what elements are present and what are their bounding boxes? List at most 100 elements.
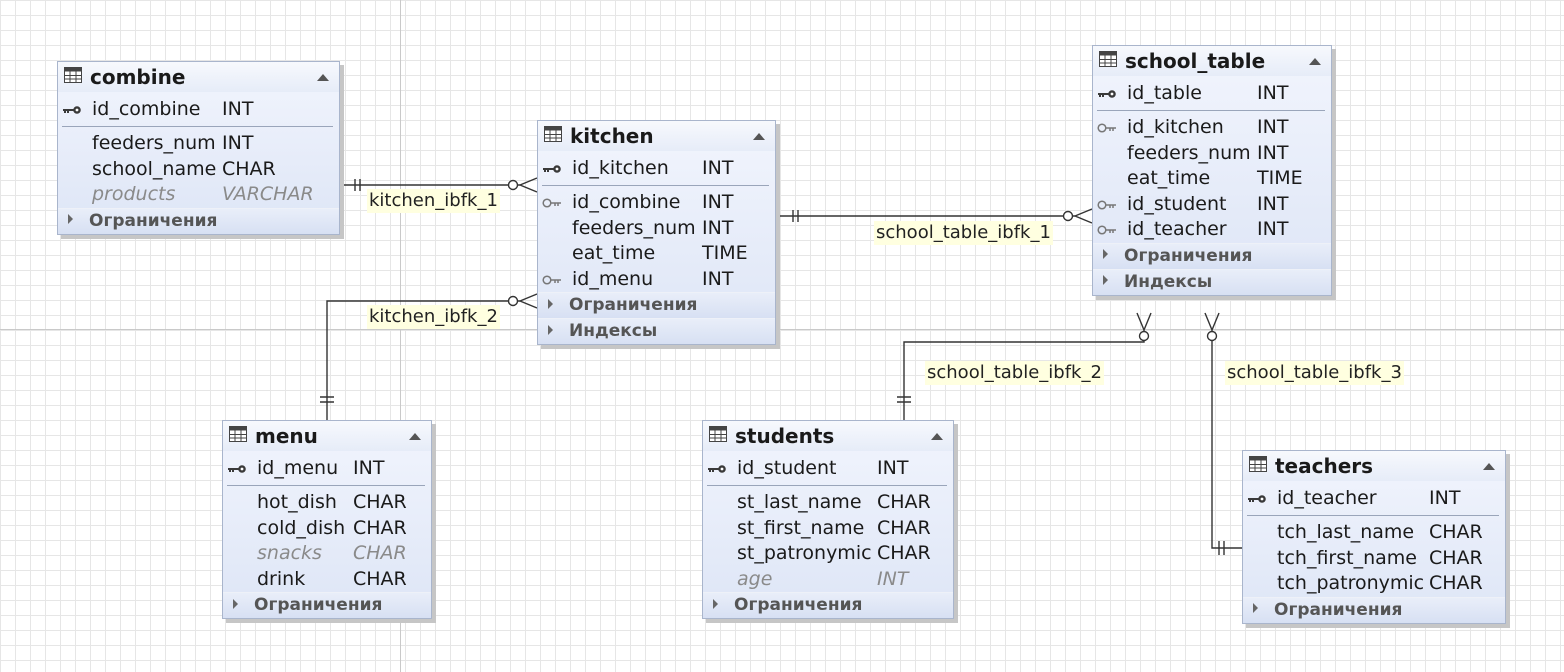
section-expander[interactable]: Ограничения	[1243, 596, 1505, 623]
column-name: id_student	[737, 457, 837, 479]
column-name: id_student	[1127, 192, 1227, 215]
collapse-up-icon[interactable]	[1309, 58, 1321, 65]
column-type: CHAR	[353, 567, 407, 590]
foreign-key-icon	[542, 267, 564, 292]
entity-title: combine	[90, 65, 186, 89]
column-name: tch_patronymic	[1277, 572, 1425, 594]
section-expander[interactable]: Ограничения	[538, 292, 775, 318]
primary-key-icon	[542, 153, 564, 178]
section-expander[interactable]: Ограничения	[58, 207, 339, 234]
column-name: st_last_name	[737, 491, 862, 513]
column-type: INT	[702, 191, 734, 213]
column-type: INT	[1257, 192, 1289, 215]
column-name: id_teacher	[1127, 218, 1227, 240]
entity-title: menu	[255, 424, 318, 448]
column-type: CHAR	[1429, 546, 1483, 569]
expand-triangle-icon	[68, 214, 73, 224]
relation-label-school-table-ibfk-2[interactable]: school_table_ibfk_2	[925, 361, 1104, 385]
relation-label-kitchen-ibfk-1[interactable]: kitchen_ibfk_1	[367, 189, 500, 213]
column-row[interactable]: tch_first_name CHAR	[1243, 546, 1505, 572]
expand-triangle-icon	[1103, 275, 1108, 285]
entity-header[interactable]: school_table	[1093, 46, 1331, 76]
table-grid-icon	[544, 121, 562, 151]
primary-key-row[interactable]: id_combine INT	[58, 94, 339, 124]
collapse-up-icon[interactable]	[409, 433, 421, 440]
table-grid-icon	[64, 62, 82, 92]
foreign-key-icon	[542, 190, 564, 215]
section-expander[interactable]: Индексы	[1093, 268, 1331, 295]
entity-header[interactable]: teachers	[1243, 451, 1505, 481]
column-row[interactable]: tch_last_name CHAR	[1243, 520, 1505, 546]
pk-separator	[542, 185, 769, 186]
column-name: eat_time	[572, 242, 656, 264]
relation-label-kitchen-ibfk-2[interactable]: kitchen_ibfk_2	[367, 305, 500, 329]
entity-title: students	[735, 424, 835, 448]
section-label: Ограничения	[1124, 245, 1253, 266]
collapse-up-icon[interactable]	[753, 133, 765, 140]
column-type: INT	[222, 132, 254, 154]
column-type: INT	[877, 457, 909, 479]
collapse-up-icon[interactable]	[931, 433, 943, 440]
column-row[interactable]: st_last_name CHAR	[703, 490, 953, 516]
pk-separator	[62, 126, 333, 127]
entity-header[interactable]: students	[703, 421, 953, 451]
entity-header[interactable]: kitchen	[538, 121, 775, 151]
relation-label-school-table-ibfk-1[interactable]: school_table_ibfk_1	[874, 221, 1053, 245]
collapse-up-icon[interactable]	[1483, 463, 1495, 470]
column-type: INT	[222, 98, 254, 120]
entity-header[interactable]: combine	[58, 62, 339, 92]
foreign-key-icon	[1097, 217, 1119, 242]
section-label: Ограничения	[1274, 599, 1403, 620]
relation-label-school-table-ibfk-3[interactable]: school_table_ibfk_3	[1225, 361, 1404, 385]
column-name: tch_last_name	[1277, 521, 1415, 543]
collapse-up-icon[interactable]	[317, 74, 329, 81]
column-type: CHAR	[1429, 521, 1483, 543]
section-expander[interactable]: Индексы	[538, 318, 775, 344]
column-type: INT	[353, 457, 385, 479]
expand-triangle-icon	[1253, 603, 1258, 613]
section-expander[interactable]: Ограничения	[703, 592, 953, 618]
column-row[interactable]: id_student INT	[1093, 192, 1331, 218]
expand-triangle-icon	[548, 324, 553, 335]
entity-header[interactable]: menu	[223, 421, 431, 451]
column-name: id_combine	[92, 98, 201, 120]
primary-key-icon	[1247, 483, 1269, 508]
section-expander[interactable]: Ограничения	[1093, 242, 1331, 269]
column-name: tch_first_name	[1277, 546, 1417, 569]
primary-key-row[interactable]: id_student INT	[703, 453, 953, 483]
column-type: CHAR	[877, 491, 931, 513]
primary-key-row[interactable]: id_menu INT	[223, 453, 431, 483]
column-name: id_menu	[257, 457, 339, 479]
column-type: CHAR	[1429, 572, 1483, 594]
column-type: INT	[1257, 141, 1289, 164]
section-expander[interactable]: Ограничения	[223, 592, 431, 618]
